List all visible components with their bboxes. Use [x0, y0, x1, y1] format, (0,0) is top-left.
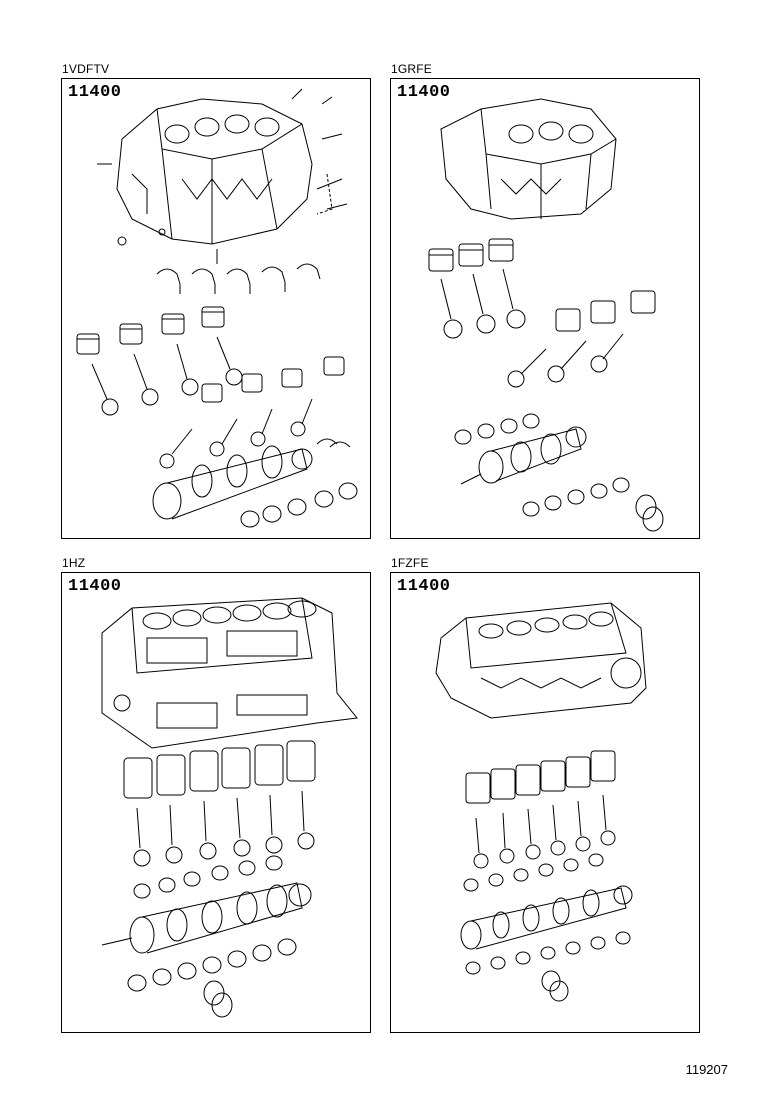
- part-code-1fzfe[interactable]: 11400: [397, 577, 451, 596]
- main-bearing-caps-illustration: [157, 264, 320, 294]
- bearing-shells-illustration: [464, 854, 630, 1001]
- part-code-1grfe[interactable]: 11400: [397, 83, 451, 102]
- engine-block-assembly-drawing-inline6-1fzfe: [391, 573, 701, 1034]
- piston-rod-sets-illustration: [124, 741, 315, 866]
- parts-panel-1hz: 11400: [61, 572, 371, 1033]
- crankshaft-illustration: [102, 883, 311, 953]
- engine-block-assembly-drawing-v8: [62, 79, 372, 540]
- cylinder-block-illustration: [102, 598, 357, 748]
- engine-block-assembly-drawing-inline6-1hz: [62, 573, 372, 1034]
- crankshaft-illustration: [461, 886, 632, 949]
- parts-panel-1vdftv: 11400: [61, 78, 371, 539]
- bearing-shells-illustration: [128, 856, 296, 1017]
- figure-number: 119207: [685, 1062, 728, 1077]
- cylinder-block-illustration: [441, 99, 616, 219]
- parts-panel-1fzfe: 11400: [390, 572, 700, 1033]
- cylinder-block-illustration: [97, 89, 347, 264]
- engine-label-1vdftv: 1VDFTV: [62, 62, 110, 76]
- engine-label-1grfe: 1GRFE: [391, 62, 433, 76]
- piston-rod-sets-illustration: [429, 239, 655, 387]
- bearing-shells-illustration: [241, 439, 357, 527]
- parts-panel-1grfe: 11400: [390, 78, 700, 539]
- engine-label-1fzfe: 1FZFE: [391, 556, 429, 570]
- engine-block-assembly-drawing-v6: [391, 79, 701, 540]
- engine-label-1hz: 1HZ: [62, 556, 86, 570]
- part-code-1hz[interactable]: 11400: [68, 577, 122, 596]
- part-code-1vdftv[interactable]: 11400: [68, 83, 122, 102]
- crankshaft-illustration: [461, 427, 586, 484]
- crankshaft-illustration: [153, 446, 312, 519]
- piston-rod-sets-illustration: [77, 307, 344, 468]
- cylinder-block-illustration: [436, 603, 646, 718]
- piston-rod-sets-illustration: [466, 751, 615, 868]
- bearing-shells-illustration: [455, 414, 663, 531]
